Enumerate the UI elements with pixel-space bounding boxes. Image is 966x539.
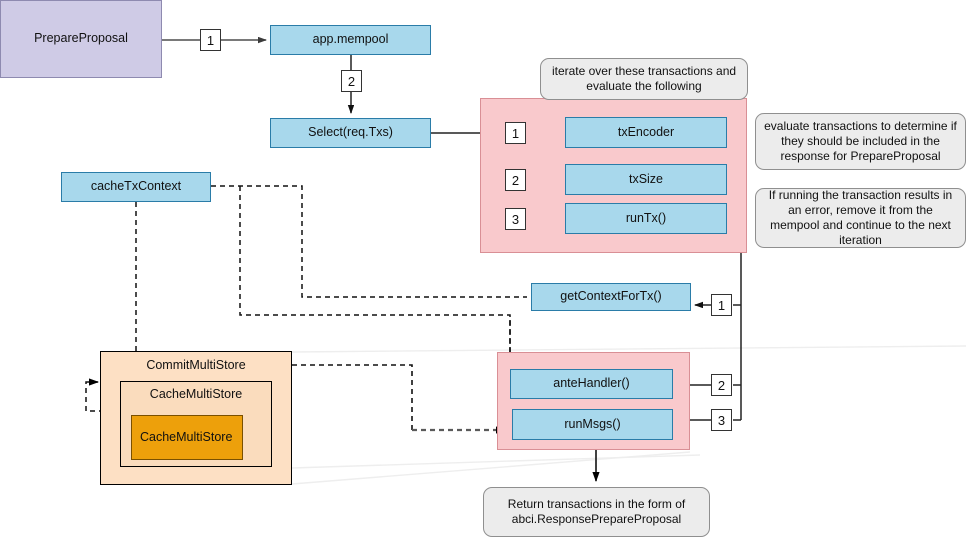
node-ante-handler[interactable]: anteHandler() bbox=[510, 369, 673, 399]
node-get-context-for-tx-label: getContextForTx() bbox=[560, 289, 662, 304]
node-select-req-txs-label: Select(req.Txs) bbox=[308, 125, 393, 140]
node-app-mempool-label: app.mempool bbox=[312, 32, 389, 47]
note-return-text: Return transactions in the form of abci.… bbox=[507, 497, 686, 526]
badge-step-tx-encoder: 1 bbox=[505, 122, 526, 144]
badge-step-tx-size-label: 2 bbox=[511, 172, 520, 188]
wire-store-to-runmsgs-a bbox=[292, 364, 413, 430]
note-error-handling: If running the transaction results in an… bbox=[755, 188, 966, 248]
node-cache-multi-store-inner[interactable]: CacheMultiStore bbox=[131, 415, 243, 460]
wire-cachetxcontext-branch bbox=[239, 186, 511, 352]
note-evaluate-text: evaluate transactions to determine if th… bbox=[764, 119, 957, 163]
node-run-msgs[interactable]: runMsgs() bbox=[512, 409, 673, 440]
note-return-response: Return transactions in the form of abci.… bbox=[483, 487, 710, 537]
badge-step-run-tx: 3 bbox=[505, 208, 526, 230]
node-run-tx-label: runTx() bbox=[625, 210, 667, 225]
node-cache-multi-store-inner-label: CacheMultiStore bbox=[140, 429, 233, 444]
note-iterate-text: iterate over these transactions and eval… bbox=[551, 64, 737, 93]
badge-runtx-to-context-label: 1 bbox=[717, 297, 726, 313]
node-tx-encoder[interactable]: txEncoder bbox=[565, 117, 727, 148]
badge-runtx-to-runmsgs: 3 bbox=[711, 409, 732, 431]
note-error-text: If running the transaction results in an… bbox=[768, 188, 953, 247]
node-run-tx[interactable]: runTx() bbox=[565, 203, 727, 234]
group-commit-multi-store-label: CommitMultiStore bbox=[146, 358, 246, 372]
badge-step-tx-encoder-label: 1 bbox=[511, 125, 520, 141]
node-tx-size-label: txSize bbox=[628, 171, 664, 186]
badge-runtx-to-ante: 2 bbox=[711, 374, 732, 396]
badge-prepare-to-mempool: 1 bbox=[200, 29, 221, 51]
node-run-msgs-label: runMsgs() bbox=[564, 416, 621, 431]
note-iterate-transactions: iterate over these transactions and eval… bbox=[540, 58, 748, 100]
badge-mempool-to-select: 2 bbox=[341, 70, 362, 92]
node-cache-tx-context-label: cacheTxContext bbox=[90, 179, 182, 194]
node-app-mempool[interactable]: app.mempool bbox=[270, 25, 431, 55]
node-select-req-txs[interactable]: Select(req.Txs) bbox=[270, 118, 431, 148]
note-evaluate-transactions: evaluate transactions to determine if th… bbox=[755, 113, 966, 170]
badge-runtx-to-context: 1 bbox=[711, 294, 732, 316]
node-ante-handler-label: anteHandler() bbox=[553, 376, 630, 391]
node-get-context-for-tx[interactable]: getContextForTx() bbox=[531, 283, 691, 311]
node-cache-tx-context[interactable]: cacheTxContext bbox=[61, 172, 211, 202]
badge-prepare-to-mempool-label: 1 bbox=[206, 32, 215, 48]
badge-mempool-to-select-label: 2 bbox=[347, 73, 356, 89]
node-prepare-proposal-label: PrepareProposal bbox=[34, 31, 128, 46]
badge-runtx-to-ante-label: 2 bbox=[717, 377, 726, 393]
badge-step-run-tx-label: 3 bbox=[511, 211, 520, 227]
node-prepare-proposal[interactable]: PrepareProposal bbox=[0, 0, 162, 78]
node-tx-size[interactable]: txSize bbox=[565, 164, 727, 195]
badge-runtx-to-runmsgs-label: 3 bbox=[717, 412, 726, 428]
node-tx-encoder-label: txEncoder bbox=[617, 124, 675, 139]
group-cache-multi-store-outer-label: CacheMultiStore bbox=[149, 387, 243, 401]
badge-step-tx-size: 2 bbox=[505, 169, 526, 191]
